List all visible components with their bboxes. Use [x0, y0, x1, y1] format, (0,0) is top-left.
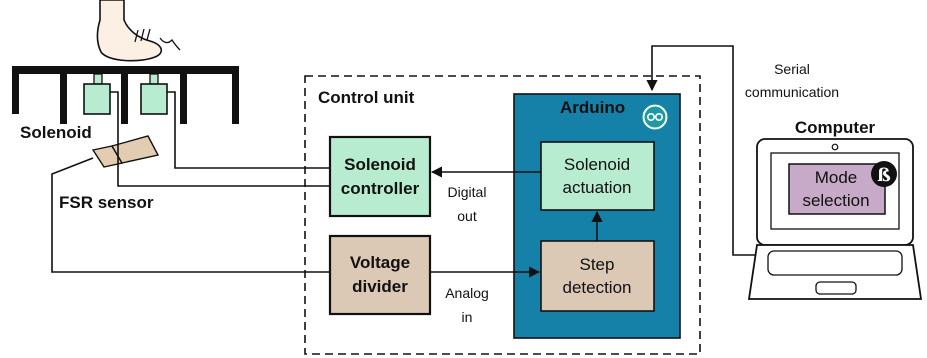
foot-illustration [96, 0, 181, 62]
serial-label-line2: communication [745, 84, 839, 100]
digital-out-line1: Digital [448, 184, 487, 200]
digital-out-line2: out [457, 208, 477, 224]
computer-label: Computer [795, 118, 876, 137]
wires [51, 91, 330, 273]
serial-line [646, 45, 762, 256]
serial-label-line1: Serial [774, 61, 810, 77]
solenoid-label: Solenoid [20, 123, 92, 142]
platform [12, 66, 239, 124]
b-logo-icon: ß [871, 161, 897, 187]
svg-text:ß: ß [877, 165, 891, 186]
solenoid-right-icon [140, 73, 168, 115]
arduino-label: Arduino [560, 98, 625, 117]
analog-in-line1: Analog [445, 285, 489, 301]
voltage-divider-box [328, 234, 432, 316]
solenoid-left-icon [83, 73, 111, 115]
laptop-icon [747, 138, 923, 300]
step-detection-line2: detection [563, 278, 632, 297]
fsr-sensor-label: FSR sensor [59, 193, 154, 212]
mode-selection-line2: selection [802, 191, 869, 210]
solenoid-actuation-line2: actuation [563, 178, 632, 197]
solenoid-controller-line2: controller [341, 179, 420, 198]
solenoid-actuation-line1: Solenoid [564, 155, 630, 174]
motion-lines-icon [134, 28, 181, 51]
mode-selection-line1: Mode [815, 168, 858, 187]
control-unit-box [304, 75, 701, 355]
fsr-sensor-icon [91, 135, 160, 168]
step-detection-line1: Step [580, 255, 615, 274]
voltage-divider-line2: divider [352, 277, 408, 296]
analog-in-line2: in [462, 309, 473, 325]
solenoid-controller-line1: Solenoid [344, 155, 416, 174]
solenoid-actuation-box [540, 141, 655, 211]
voltage-divider-line1: Voltage [350, 253, 410, 272]
mode-selection-box[interactable] [788, 163, 886, 215]
solenoid-controller-box [328, 135, 432, 218]
foot-shape [96, 0, 163, 62]
control-unit-label: Control unit [318, 88, 415, 107]
step-detection-box [540, 240, 655, 312]
arduino-logo-icon [641, 103, 669, 131]
